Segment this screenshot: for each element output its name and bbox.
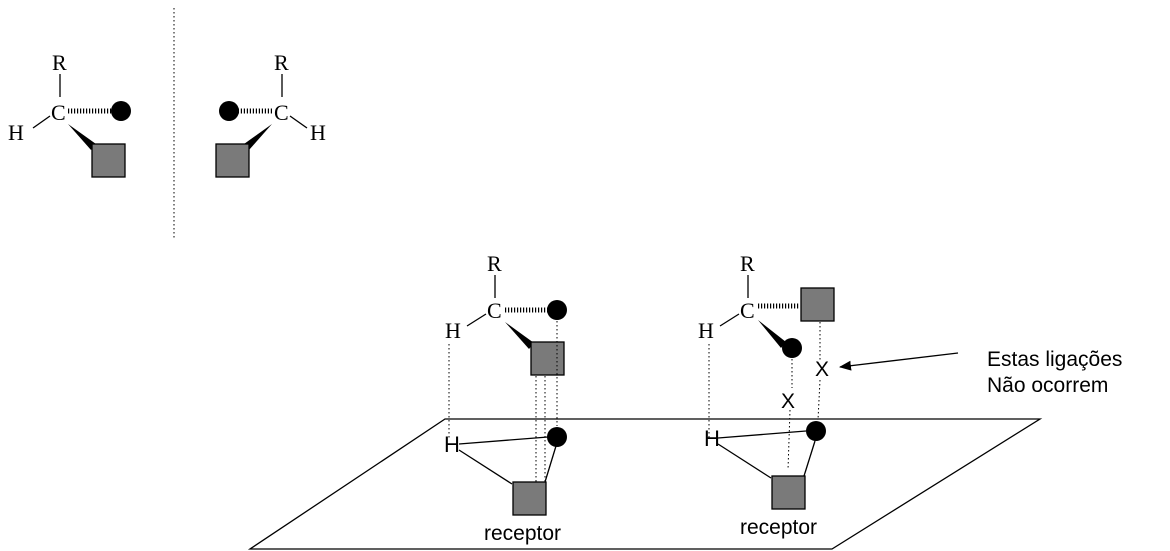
annotation-line-1: Estas ligações: [987, 348, 1122, 371]
atom-h: H: [8, 120, 24, 145]
receptor-h: H: [444, 432, 460, 457]
square-group: [91, 143, 126, 178]
atom-h: H: [698, 318, 714, 343]
wedge-bond: [68, 124, 96, 150]
receptor-square-site: [512, 481, 547, 516]
atom-c: C: [51, 100, 66, 125]
receptor-square-site: [771, 475, 806, 510]
atom-h: H: [445, 318, 461, 343]
atom-r: R: [740, 251, 755, 276]
bond-h: [289, 115, 308, 129]
receptor-bond: [803, 440, 816, 477]
receptor-label: receptor: [740, 516, 817, 539]
square-group: [530, 341, 565, 376]
atom-r: R: [52, 50, 67, 75]
receptor-h: H: [704, 426, 720, 451]
receptor-bond: [717, 430, 807, 439]
receptor-plane: [247, 418, 1043, 550]
x-mark-square: X: [815, 358, 829, 381]
receptor-circle-site: [547, 427, 567, 447]
molecule-fits: R C H H receptor: [444, 251, 567, 545]
square-group: [800, 287, 835, 322]
atom-c: C: [487, 298, 502, 323]
atom-h: H: [310, 120, 326, 145]
receptor-circle-site: [806, 421, 826, 441]
atom-c: C: [740, 298, 755, 323]
circle-group: [219, 101, 239, 121]
receptor-bond: [458, 449, 513, 485]
bond-h: [32, 115, 51, 129]
atom-c: C: [274, 100, 289, 125]
wedge-bond: [244, 124, 272, 150]
atom-r: R: [487, 251, 502, 276]
x-mark-circle: X: [781, 390, 795, 413]
receptor-bond: [717, 443, 772, 479]
enantiomer-left: R C H: [8, 50, 131, 178]
circle-group: [111, 101, 131, 121]
atom-r: R: [274, 50, 289, 75]
receptor-bond: [544, 445, 557, 483]
projection-line: [817, 379, 821, 421]
receptor-bond: [458, 436, 549, 445]
circle-group: [782, 338, 802, 358]
annotation-arrow: [839, 352, 959, 371]
bond-h: [719, 313, 740, 327]
wedge-bond: [505, 322, 534, 349]
circle-group: [547, 300, 567, 320]
bond-h: [466, 313, 487, 327]
annotation-line-2: Não ocorrem: [987, 374, 1108, 397]
wedge-bond: [758, 320, 786, 348]
molecule-mismatch: R C H X X H receptor: [698, 251, 835, 539]
square-group: [215, 143, 250, 178]
receptor-label: receptor: [484, 522, 561, 545]
enantiomer-right: R C H: [215, 50, 326, 178]
